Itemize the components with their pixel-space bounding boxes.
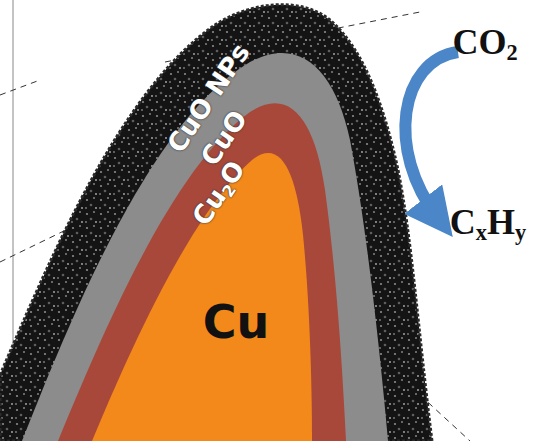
reaction-arrow — [405, 52, 458, 218]
reactant-label: CO2 — [452, 24, 517, 60]
cuo-nanoparticle-crust — [0, 5, 432, 441]
core-label: Cu — [203, 299, 270, 345]
cu2o-layer — [58, 103, 346, 441]
product-label: CxHy — [450, 204, 526, 240]
copper-core — [92, 153, 312, 441]
